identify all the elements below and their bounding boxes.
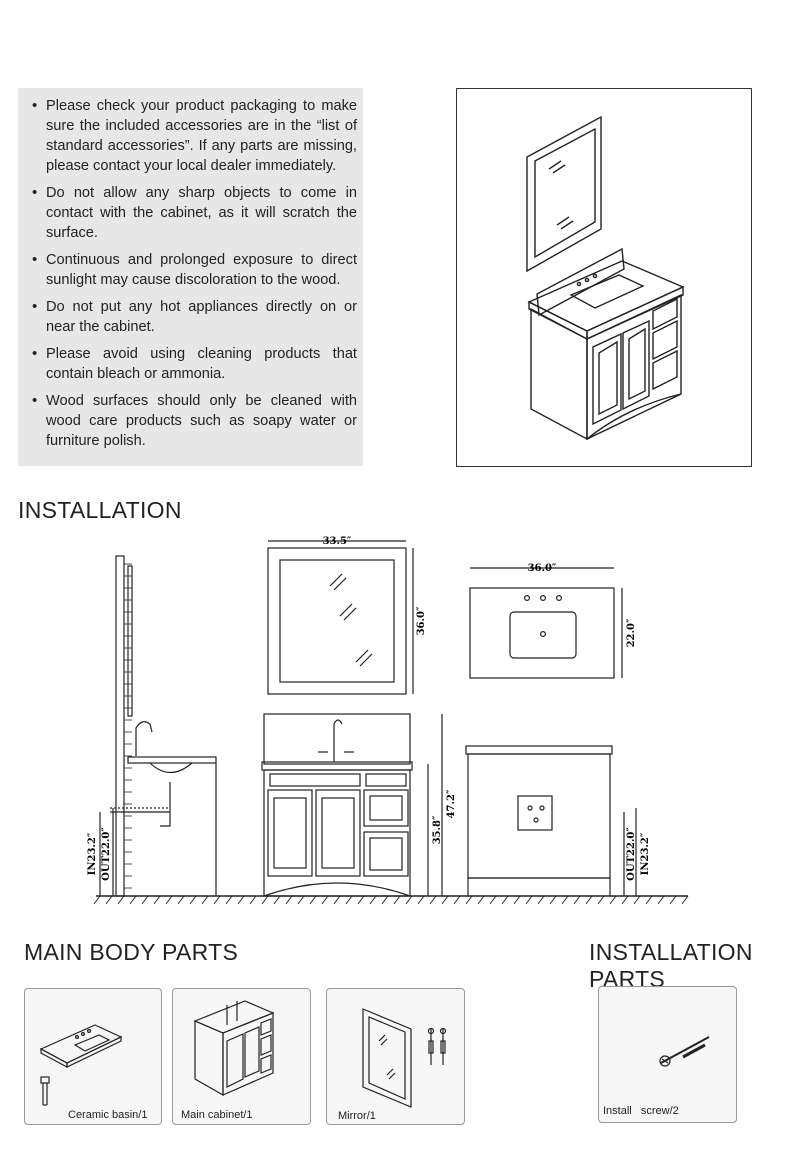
side-basin [149, 762, 193, 774]
installation-diagram: 33.5″ 36.0″ 36.0″ 22.0″ 47.2″ 35.8″ IN23… [87, 536, 689, 905]
note-item: Please check your product packaging to m… [32, 96, 357, 176]
right-door [315, 789, 361, 877]
top-basin [509, 611, 577, 659]
back-cabinet [467, 753, 611, 879]
total-height-label: 47.2″ [446, 789, 457, 818]
mirror-width-label: 33.5″ [323, 536, 352, 547]
cabinet-height-label: 35.8″ [432, 815, 443, 844]
in-height-left-label: IN23.2″ [87, 832, 98, 875]
part-label: Install screw/2 [603, 1105, 679, 1117]
part-label: Mirror/1 [338, 1110, 376, 1122]
bottom-drawer [363, 831, 409, 877]
out-height-left-label: OUT22.0″ [101, 827, 112, 881]
side-mirror [127, 565, 133, 717]
mirror-icon [362, 1008, 447, 1108]
mirror-frame-inner [534, 127, 596, 259]
part-label: Main cabinet/1 [181, 1109, 253, 1121]
top-countertop [469, 587, 615, 679]
mirror-frame-outer [526, 115, 602, 273]
back-plumbing-cutout [517, 795, 553, 831]
installation-title: INSTALLATION [18, 497, 182, 523]
side-countertop [127, 756, 217, 764]
middle-drawer [363, 789, 409, 827]
wall-section [115, 555, 125, 897]
in-height-right-label: IN23.2″ [640, 832, 651, 875]
ceramic-basin-icon [39, 1024, 123, 1106]
front-countertop [261, 761, 413, 771]
sink-basin [569, 274, 645, 309]
screw-icon [659, 1036, 710, 1067]
top-depth-label: 22.0″ [626, 618, 637, 647]
main-body-parts-title: MAIN BODY PARTS [24, 939, 239, 965]
back-countertop [465, 745, 613, 755]
floor-hatch [93, 895, 689, 905]
note-item: Do not put any hot appliances directly o… [32, 297, 357, 337]
top-width-label: 36.0″ [528, 563, 557, 574]
side-faucet [135, 721, 153, 756]
note-item: Wood surfaces should only be cleaned wit… [32, 391, 357, 451]
part-card-ceramic-basin: Ceramic basin/1 [24, 988, 162, 1125]
vanity-illustration [526, 115, 685, 441]
part-card-mirror: Mirror/1 [326, 988, 465, 1125]
front-mirror-outer [267, 547, 407, 695]
part-card-install-screw: Install screw/2 [598, 986, 737, 1123]
front-faucet [333, 719, 343, 762]
front-backsplash [263, 713, 411, 765]
left-door [267, 789, 313, 877]
front-mirror-inner [279, 559, 395, 683]
note-item: Do not allow any sharp objects to come i… [32, 183, 357, 243]
product-overview-frame [456, 88, 752, 467]
part-label: Ceramic basin/1 [68, 1109, 148, 1121]
main-cabinet-icon [193, 1000, 275, 1097]
note-item: Please avoid using cleaning products tha… [32, 344, 357, 384]
care-notes-box: Please check your product packaging to m… [18, 88, 363, 466]
mirror-height-label: 36.0″ [416, 606, 427, 635]
note-item: Continuous and prolonged exposure to dir… [32, 250, 357, 290]
installation-parts-title: INSTALLATION PARTS [589, 939, 753, 992]
out-height-right-label: OUT22.0″ [626, 827, 637, 881]
part-card-main-cabinet: Main cabinet/1 [172, 988, 311, 1125]
front-cabinet [263, 769, 411, 897]
